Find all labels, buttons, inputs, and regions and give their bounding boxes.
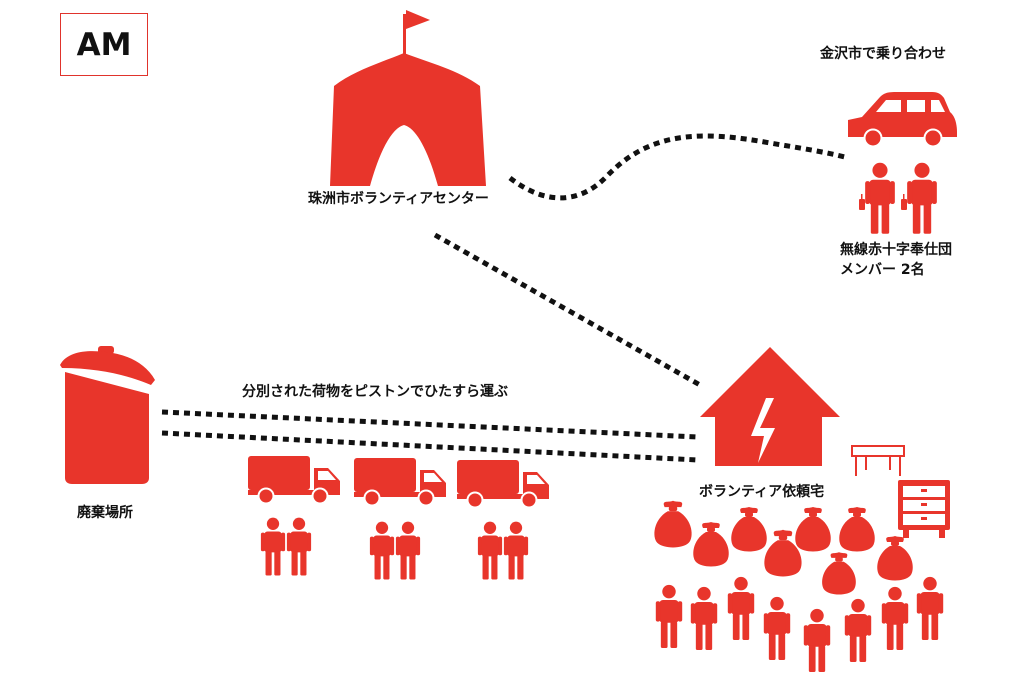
route-center-to-home [433, 232, 702, 388]
route-disposal-to-home-upper [161, 409, 699, 440]
tent-icon [330, 10, 486, 186]
red-cross-label-line2: メンバー 2名 [840, 262, 925, 278]
person-with-radio-icon [901, 162, 937, 234]
dresser-icon [898, 480, 950, 538]
carpool-label: 金沢市で乗り合わせ [820, 46, 946, 62]
truck-icon [248, 456, 340, 505]
route-lines [161, 133, 846, 463]
transport-label: 分別された荷物をピストンでひたすら運ぶ [242, 384, 508, 400]
requester-home-label: ボランティア依頼宅 [699, 484, 825, 500]
disposal-site-label: 廃棄場所 [77, 505, 133, 521]
volunteer-center-label: 珠洲市ボランティアセンター [308, 191, 489, 207]
red-cross-label-line1: 無線赤十字奉仕団 [840, 242, 952, 258]
truck-icon [457, 460, 549, 509]
truck-icon [354, 458, 446, 507]
person-with-radio-icon [859, 162, 895, 234]
person-icon [260, 517, 529, 580]
route-disposal-to-home-lower [161, 430, 699, 463]
garbage-bag-icon [654, 500, 913, 595]
route-center-to-carpool [508, 133, 846, 201]
trash-can-icon [60, 346, 155, 484]
car-icon [848, 92, 957, 148]
damaged-house-icon [700, 347, 840, 466]
table-icon [851, 445, 905, 476]
am-badge: AM [60, 13, 148, 76]
person-icon [655, 576, 944, 672]
